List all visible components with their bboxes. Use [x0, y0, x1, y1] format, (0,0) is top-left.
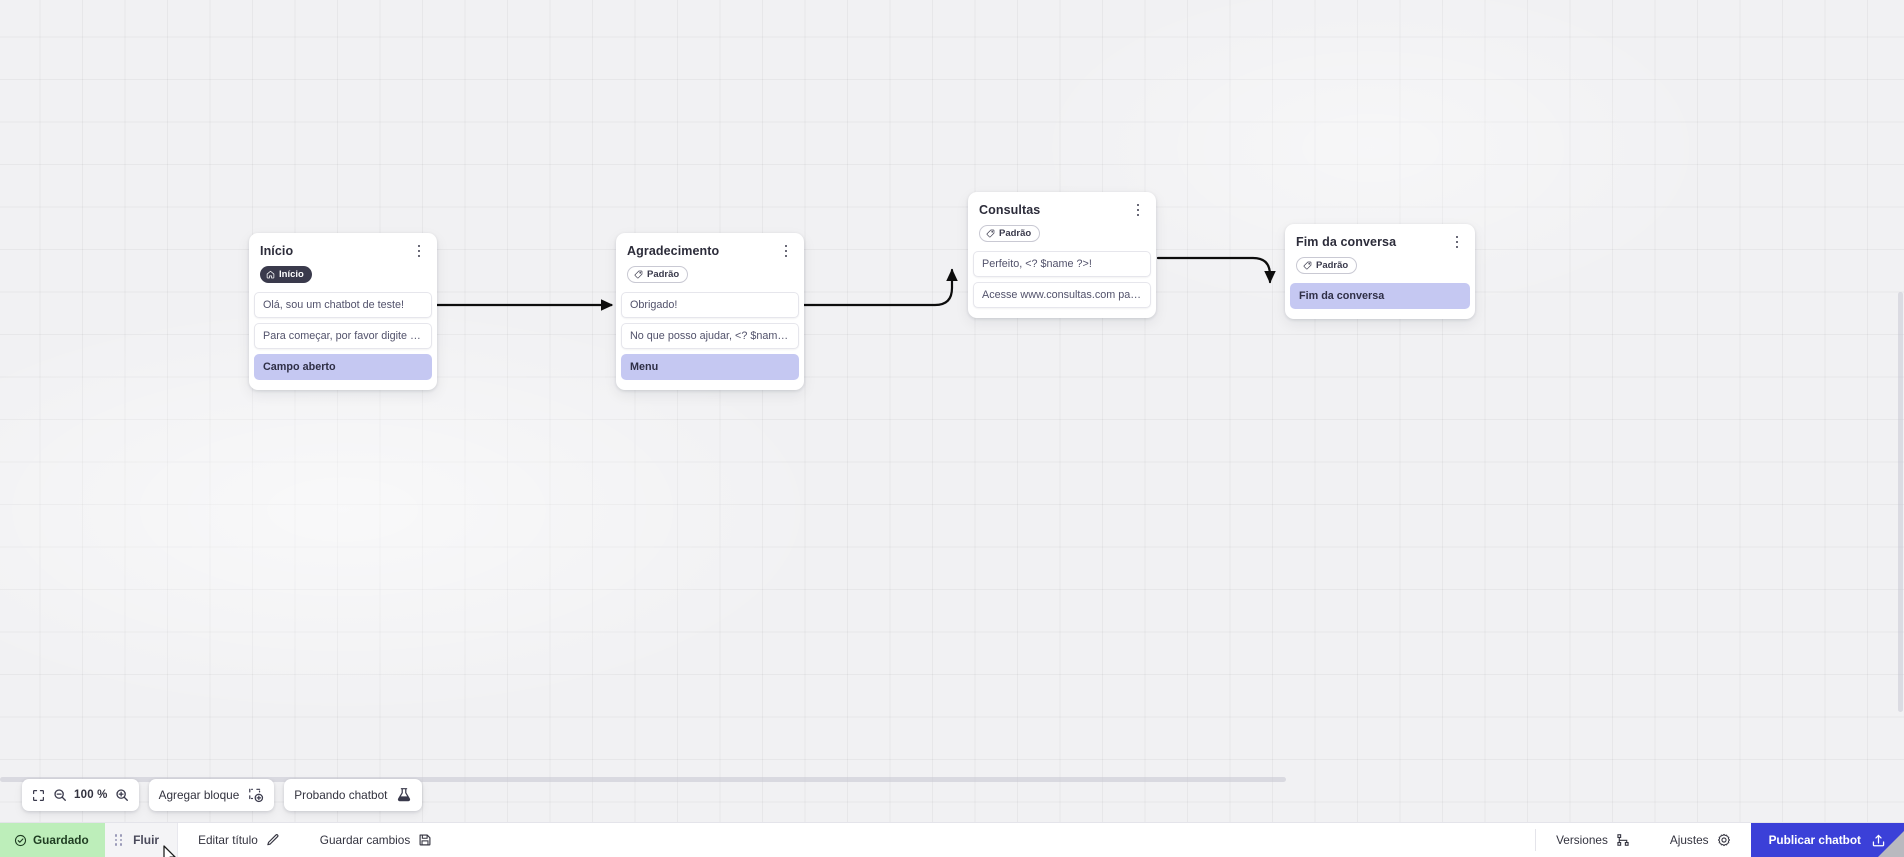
node-rows: Fim da conversa	[1285, 283, 1475, 309]
versions-button[interactable]: Versiones	[1536, 823, 1650, 857]
saved-status-badge: Guardado	[0, 823, 105, 857]
bottom-bar-divider	[1535, 829, 1537, 851]
vertical-scrollbar[interactable]	[1898, 292, 1903, 712]
test-chatbot-button[interactable]: Probando chatbot	[284, 779, 423, 811]
gear-icon	[1717, 833, 1730, 847]
add-block-icon	[248, 787, 264, 803]
node-badge-row: Padrão	[1285, 251, 1475, 283]
edge-consultas-to-fim	[1156, 256, 1276, 284]
zoom-out-icon[interactable]	[53, 788, 67, 802]
node-badge-label: Padrão	[999, 227, 1032, 239]
node-row[interactable]: Perfeito, <? $name ?>!	[973, 251, 1151, 277]
node-row-accent[interactable]: Fim da conversa	[1290, 283, 1470, 309]
node-row[interactable]: Acesse www.consultas.com par...	[973, 282, 1151, 308]
tab-fluir-label: Fluir	[133, 833, 160, 847]
fit-screen-icon[interactable]	[32, 789, 45, 802]
node-title: Agradecimento	[627, 244, 720, 258]
tag-icon	[634, 270, 643, 279]
flow-canvas[interactable]: Início Início Olá, sou um chatbot de tes…	[0, 0, 1904, 822]
add-block-button[interactable]: Agregar bloque	[148, 779, 275, 811]
bottom-status-bar: Guardado Fluir Editar título Guardar cam…	[0, 822, 1904, 857]
node-header: Agradecimento	[616, 233, 804, 260]
node-header: Fim da conversa	[1285, 224, 1475, 251]
check-circle-icon	[14, 834, 27, 846]
save-changes-button[interactable]: Guardar cambios	[300, 823, 452, 857]
zoom-level-label: 100 %	[74, 789, 108, 801]
node-badge-inicio[interactable]: Início	[260, 266, 312, 283]
tag-icon	[986, 229, 995, 238]
node-badge-padrao[interactable]: Padrão	[1296, 257, 1358, 274]
zoom-controls: 100 %	[22, 779, 139, 811]
home-icon	[266, 270, 275, 279]
node-badge-padrao[interactable]: Padrão	[627, 266, 689, 283]
settings-button[interactable]: Ajustes	[1650, 823, 1751, 857]
edit-title-label: Editar título	[198, 833, 258, 847]
publish-label: Publicar chatbot	[1768, 833, 1861, 847]
flow-node-inicio[interactable]: Início Início Olá, sou um chatbot de tes…	[249, 233, 437, 390]
bottom-bar-spacer	[452, 823, 1535, 857]
node-badge-padrao[interactable]: Padrão	[979, 225, 1041, 242]
node-row[interactable]: Olá, sou um chatbot de teste!	[254, 292, 432, 318]
zoom-in-icon[interactable]	[115, 788, 129, 802]
node-rows: Perfeito, <? $name ?>! Acesse www.consul…	[968, 251, 1156, 308]
flow-node-fim-da-conversa[interactable]: Fim da conversa Padrão Fim da conversa	[1285, 224, 1475, 319]
tab-fluir[interactable]: Fluir	[104, 823, 179, 857]
node-badge-label: Início	[279, 268, 304, 280]
edge-agradecimento-to-consultas	[801, 268, 958, 307]
node-badge-label: Padrão	[1316, 259, 1349, 271]
node-title: Fim da conversa	[1296, 235, 1397, 249]
add-block-label: Agregar bloque	[158, 788, 240, 802]
node-badge-row: Padrão	[968, 219, 1156, 251]
flow-node-consultas[interactable]: Consultas Padrão Perfeito, <? $name ?>! …	[968, 192, 1156, 318]
pencil-icon	[267, 834, 279, 846]
save-changes-label: Guardar cambios	[319, 833, 411, 847]
flow-node-agradecimento[interactable]: Agradecimento Padrão Obrigado! No que po…	[616, 233, 804, 390]
node-menu-button[interactable]	[1131, 201, 1145, 219]
node-badge-row: Padrão	[616, 260, 804, 292]
edit-title-button[interactable]: Editar título	[178, 823, 300, 857]
branch-icon	[1617, 834, 1629, 846]
node-header: Início	[249, 233, 437, 260]
node-row[interactable]: Obrigado!	[621, 292, 799, 318]
node-menu-button[interactable]	[412, 242, 426, 260]
node-header: Consultas	[968, 192, 1156, 219]
test-chatbot-label: Probando chatbot	[294, 788, 388, 802]
node-row-accent[interactable]: Menu	[621, 354, 799, 380]
flask-icon	[396, 787, 412, 803]
drag-handle-icon[interactable]	[114, 833, 123, 847]
node-rows: Olá, sou um chatbot de teste! Para começ…	[249, 292, 437, 380]
horizontal-scrollbar[interactable]	[0, 777, 1286, 782]
connector-edges	[437, 256, 1276, 311]
canvas-toolbar: 100 % Agregar bloque	[22, 779, 423, 811]
node-row[interactable]: Para começar, por favor digite o ...	[254, 323, 432, 349]
node-title: Início	[260, 244, 294, 258]
versions-label: Versiones	[1556, 833, 1608, 847]
node-menu-button[interactable]	[779, 242, 793, 260]
settings-label: Ajustes	[1669, 833, 1709, 847]
node-row[interactable]: No que posso ajudar, <? $name ...	[621, 323, 799, 349]
tag-icon	[1303, 261, 1312, 270]
node-badge-row: Início	[249, 260, 437, 292]
node-title: Consultas	[979, 203, 1041, 217]
node-menu-button[interactable]	[1450, 233, 1464, 251]
upload-icon	[1872, 834, 1885, 846]
node-rows: Obrigado! No que posso ajudar, <? $name …	[616, 292, 804, 380]
node-row-accent[interactable]: Campo aberto	[254, 354, 432, 380]
node-badge-label: Padrão	[647, 268, 680, 280]
saved-label: Guardado	[33, 833, 89, 847]
save-disk-icon	[419, 834, 431, 846]
publish-chatbot-button[interactable]: Publicar chatbot	[1750, 823, 1904, 857]
